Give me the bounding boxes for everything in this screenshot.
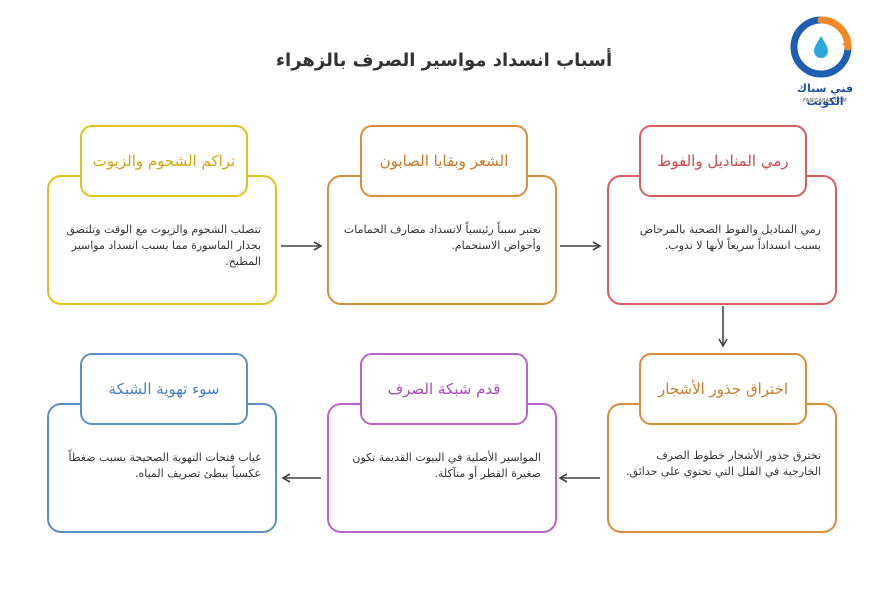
card-title: اختراق جذور الأشجار	[639, 353, 807, 425]
card-description: غياب فتحات التهوية الصحيحة يسبب ضغطاً عك…	[68, 451, 261, 480]
card-grease: تراكم الشحوم والزيوت تتصلب الشحوم والزيو…	[47, 125, 279, 307]
water-drop-logo-icon	[790, 16, 852, 78]
card-description: تعتبر سبباً رئيسياً لانسداد مصارف الحمام…	[343, 223, 541, 252]
card-title: الشعر وبقايا الصابون	[360, 125, 528, 197]
logo-brand-text: فني سباك الكويت	[796, 82, 854, 108]
card-description: المواسير الأصلية في البيوت القديمة تكون …	[352, 451, 541, 480]
logo-site-text: FANISABAK.COM	[803, 98, 847, 104]
card-hair: الشعر وبقايا الصابون تعتبر سبباً رئيسياً…	[327, 125, 559, 307]
card-old: قدم شبكة الصرف المواسير الأصلية في البيو…	[327, 353, 559, 535]
card-title: سوء تهوية الشبكة	[80, 353, 248, 425]
card-description: رمي المناديل والفوط الصحية بالمرحاض يسبب…	[639, 223, 821, 252]
card-title: قدم شبكة الصرف	[360, 353, 528, 425]
card-vent: سوء تهوية الشبكة غياب فتحات التهوية الصح…	[47, 353, 279, 535]
card-description: تتصلب الشحوم والزيوت مع الوقت وتلتصق بجد…	[66, 223, 262, 268]
card-title: رمي المناديل والفوط	[639, 125, 807, 197]
card-wipes: رمي المناديل والفوط رمي المناديل والفوط …	[607, 125, 839, 307]
page-title: أسباب انسداد مواسير الصرف بالزهراء	[275, 50, 613, 71]
card-description: تخترق جذور الأشجار خطوط الصرف الخارجية ف…	[626, 449, 821, 478]
card-title: تراكم الشحوم والزيوت	[80, 125, 248, 197]
logo: فني سباك الكويت FANISABAK.COM	[778, 10, 872, 110]
card-roots: اختراق جذور الأشجار تخترق جذور الأشجار خ…	[607, 353, 839, 535]
